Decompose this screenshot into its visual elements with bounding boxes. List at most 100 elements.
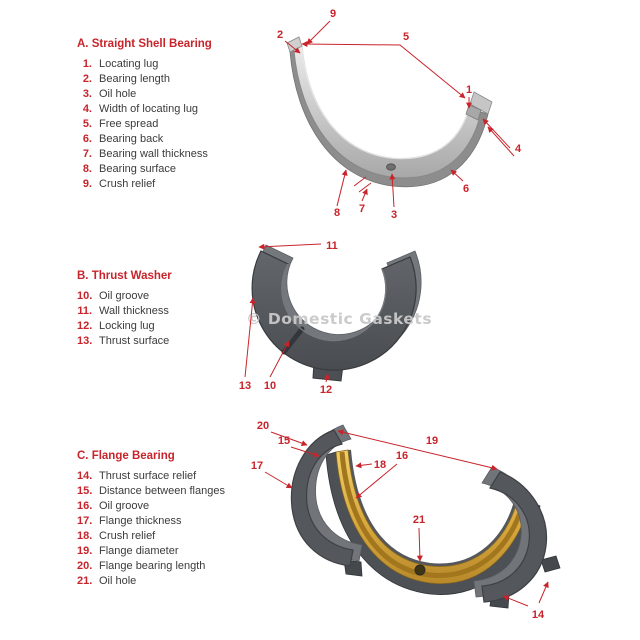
legend-flange-bearing: C. Flange Bearing 14. Thrust surface reli… — [77, 450, 272, 589]
section-title-a: A. Straight Shell Bearing — [77, 38, 212, 50]
callout-1: 1 — [466, 84, 472, 96]
legend-item: 11. Wall thickness — [77, 304, 272, 319]
legend-item-number: 16. — [77, 500, 93, 512]
legend-item-number: 14. — [77, 470, 93, 482]
callout-21: 21 — [413, 514, 425, 526]
section-title-b: B. Thrust Washer — [77, 270, 172, 282]
legend-item: 10. Oil groove — [77, 289, 272, 304]
legend-item: 15. Distance between flanges — [77, 484, 272, 499]
legend-item-label: Flange diameter — [99, 545, 179, 557]
legend-item-label: Thrust surface — [99, 335, 170, 347]
callout-10: 10 — [264, 380, 276, 392]
legend-item-label: Width of locating lug — [99, 103, 199, 115]
callout-5: 5 — [403, 31, 409, 43]
legend-item-number: 15. — [77, 485, 93, 497]
oil-groove-b — [281, 326, 305, 355]
legend-item-number: 12. — [77, 320, 93, 332]
callout-2: 2 — [277, 29, 283, 41]
legend-item-label: Flange thickness — [99, 515, 182, 527]
legend-item: 8. Bearing surface — [77, 162, 272, 177]
legend-item: 3.Oil hole — [77, 87, 272, 102]
legend-item-label: Locking lug — [99, 320, 155, 332]
callout-15: 15 — [278, 435, 290, 447]
legend-item-number: 9. — [82, 178, 92, 190]
callout-16: 16 — [396, 450, 408, 462]
callout-17: 17 — [251, 460, 263, 472]
legend-item-label: Bearing back — [99, 133, 164, 145]
legend-item-label: Flange bearing length — [99, 560, 206, 572]
thrust-washer-callout-lines — [244, 243, 330, 383]
callout-20: 20 — [257, 420, 269, 432]
legend-item-number: 2. — [82, 73, 92, 85]
legend-item-number: 6. — [82, 133, 92, 145]
legend-item: 6. Bearing back — [77, 132, 272, 147]
section-title-c: C. Flange Bearing — [77, 450, 175, 462]
callout-11: 11 — [326, 240, 338, 252]
legend-thrust-washer: B. Thrust Washer 10. Oil groove 11. Wall t… — [77, 270, 272, 349]
legend-item-label: Distance between flanges — [99, 485, 225, 497]
legend-item-label: Bearing surface — [99, 163, 177, 175]
legend-item-label: Oil hole — [99, 88, 137, 100]
legend-item: 20. Flange bearing length — [77, 559, 272, 574]
legend-item-label: Wall thickness — [99, 305, 169, 317]
callout-8: 8 — [334, 207, 340, 219]
legend-item-number: 11. — [77, 305, 92, 317]
legend-item-label: Crush relief — [99, 178, 156, 190]
flange-bearing-callout-numbers: 20 15 17 18 16 19 21 14 — [251, 420, 545, 621]
callout-4: 4 — [515, 143, 522, 155]
legend-item-number: 8. — [82, 163, 92, 175]
legend-item: 1.Locating lug — [77, 57, 272, 72]
callout-19: 19 — [426, 435, 438, 447]
straight-shell-callout-numbers: 9 2 5 1 4 6 8 7 3 — [277, 8, 522, 221]
legend-item-label: Oil hole — [99, 575, 137, 587]
legend-item-number: 7. — [82, 148, 92, 160]
callout-3: 3 — [391, 209, 397, 221]
shell-right-end-face — [469, 91, 493, 115]
legend-item-number: 4. — [82, 103, 92, 115]
callout-18: 18 — [374, 459, 386, 471]
callout-14: 14 — [532, 609, 545, 621]
right-flange-relief-tab-2 — [540, 555, 561, 573]
callout-12: 12 — [320, 384, 332, 396]
legend-item: 14. Thrust surface relief — [77, 469, 272, 484]
right-flange-face — [481, 471, 548, 603]
legend-item-number: 19. — [77, 545, 93, 557]
legend-item-number: 1. — [82, 58, 92, 70]
legend-item-number: 17. — [77, 515, 93, 527]
callout-6: 6 — [463, 183, 469, 195]
left-flange-face — [290, 429, 354, 567]
legend-item: 17. Flange thickness — [77, 514, 272, 529]
legend-item-number: 10. — [77, 290, 93, 302]
legend-item-label: Free spread — [99, 118, 159, 130]
legend-item-number: 13. — [77, 335, 93, 347]
legend-item-label: Oil groove — [99, 500, 150, 512]
straight-shell-callout-lines — [284, 20, 515, 208]
callout-13: 13 — [239, 380, 251, 392]
legend-item-label: Bearing wall thickness — [99, 148, 208, 160]
legend-item-number: 21. — [77, 575, 93, 587]
legend-item: 9. Crush relief — [77, 177, 272, 192]
legend-item: 7. Bearing wall thickness — [77, 147, 272, 162]
legend-item: 4. Width of locating lug — [77, 102, 272, 117]
legend-item: 5. Free spread — [77, 117, 272, 132]
legend-item-label: Thrust surface relief — [99, 470, 197, 482]
legend-item: 13. Thrust surface — [77, 334, 272, 349]
legend-item: 21. Oil hole — [77, 574, 272, 589]
legend-item-label: Crush relief — [99, 530, 156, 542]
legend-item-number: 20. — [77, 560, 93, 572]
legend-item-label: Oil groove — [99, 290, 150, 302]
flange-bearing-callout-lines — [264, 429, 549, 607]
flange-bearing-figure — [290, 424, 561, 609]
thrust-washer-callout-numbers: 11 13 10 12 — [239, 240, 338, 396]
oil-hole-a — [386, 163, 396, 171]
callout-9: 9 — [330, 8, 336, 20]
legend-item-number: 18. — [77, 530, 93, 542]
legend-item: 18. Crush relief — [77, 529, 272, 544]
thrust-washer-figure — [251, 244, 422, 382]
legend-item-number: 5. — [82, 118, 92, 130]
legend-straight-shell-bearing: A. Straight Shell Bearing 1.Locating lug… — [77, 38, 272, 192]
straight-shell-bearing-figure — [286, 36, 493, 188]
legend-item: 16. Oil groove — [77, 499, 272, 514]
oil-hole-c — [414, 564, 426, 576]
